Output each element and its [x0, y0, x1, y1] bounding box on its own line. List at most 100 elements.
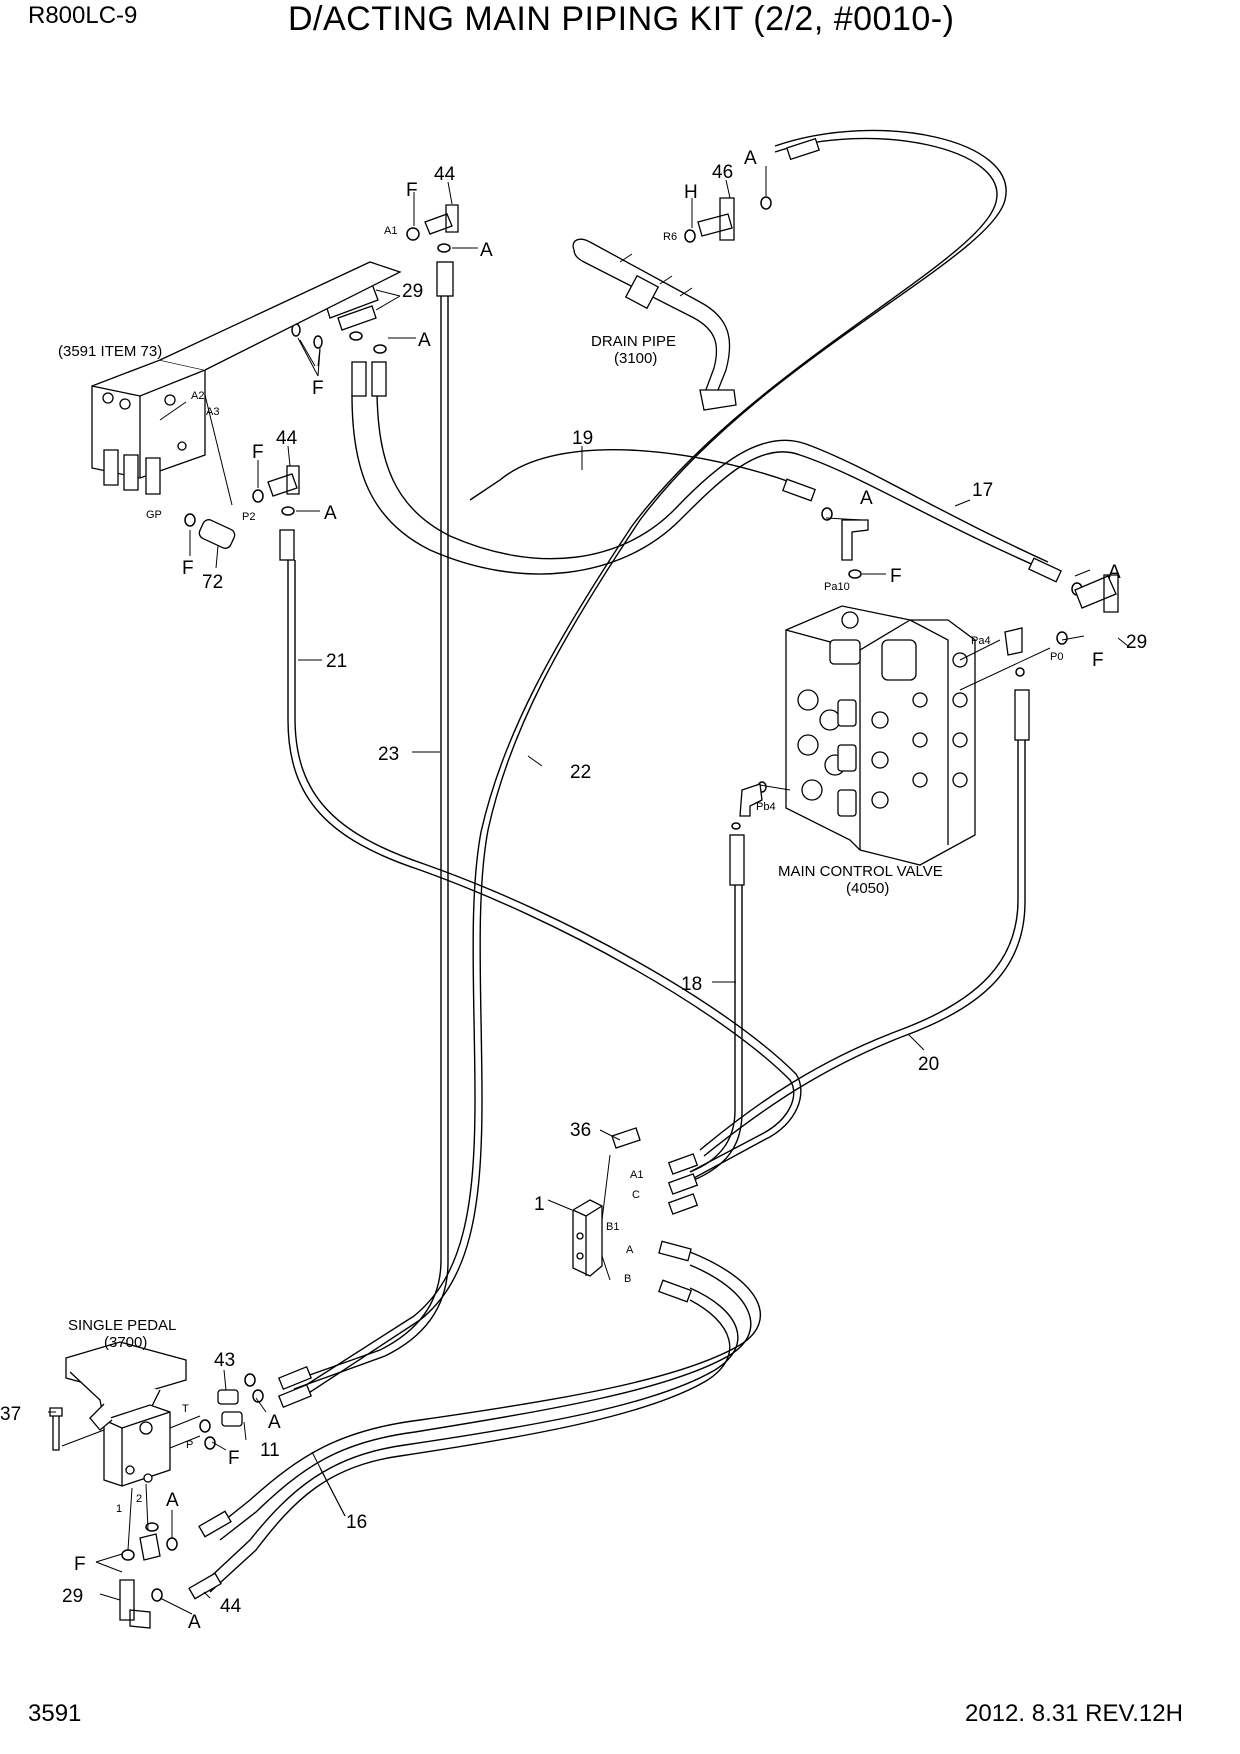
callout-A: A [744, 148, 757, 169]
callout-16: 16 [346, 1512, 367, 1533]
junction-block-1 [572, 1154, 611, 1281]
elbow-fitting [739, 783, 763, 817]
mcv-ref-label: (4050) [846, 880, 889, 897]
elbow-fitting [841, 519, 869, 561]
port-label: A [626, 1244, 634, 1256]
port-label: P2 [242, 511, 255, 523]
port-label: 2 [136, 1493, 142, 1505]
elbow-fitting-44 [267, 465, 300, 497]
elbow-fitting-44 [424, 204, 459, 235]
callout-A: A [268, 1412, 281, 1433]
port-label: P0 [1050, 651, 1063, 663]
elbow-fitting-44 [139, 1533, 161, 1561]
elbow-fitting-29 [1074, 574, 1119, 613]
fittings [49, 197, 1119, 1629]
callout-F: F [74, 1554, 86, 1575]
callout-11: 11 [260, 1440, 280, 1461]
port-label: A3 [206, 406, 219, 418]
port-label: Pa10 [824, 581, 850, 593]
drain-pipe-ref-label: (3100) [614, 350, 657, 367]
revision-date: 2012. 8.31 REV.12H [965, 1700, 1183, 1727]
port-label: 1 [116, 1503, 122, 1515]
hose-18 [689, 885, 736, 1173]
port-label: GP [146, 509, 162, 521]
callout-F: F [228, 1448, 240, 1469]
block-ref-label: (3591 ITEM 73) [58, 343, 162, 360]
pedal-label: SINGLE PEDAL [68, 1317, 176, 1334]
hose-22 [297, 129, 1007, 1401]
port-label: Pb4 [756, 801, 776, 813]
callout-A: A [1108, 562, 1121, 583]
hose-17 [469, 449, 791, 501]
hose-20 [703, 740, 1026, 1157]
callout-A: A [480, 240, 493, 261]
callout-21: 21 [326, 651, 347, 672]
elbow-fitting [1004, 627, 1023, 656]
callout-F: F [312, 378, 324, 399]
model-number: R800LC-9 [28, 2, 138, 29]
port-label: T [182, 1403, 189, 1415]
adapter-36 [611, 1127, 641, 1149]
callout-43: 43 [214, 1350, 235, 1371]
pressure-switch-72 [198, 519, 236, 549]
callout-A: A [860, 488, 873, 509]
callout-44: 44 [434, 164, 456, 185]
callout-29: 29 [402, 281, 423, 302]
adapter-11 [221, 1411, 243, 1427]
callout-20: 20 [918, 1054, 939, 1075]
callout-37: 37 [0, 1404, 21, 1425]
hose-23 [293, 268, 449, 1390]
callout-44: 44 [220, 1596, 242, 1617]
mcv-label: MAIN CONTROL VALVE [778, 863, 943, 880]
port-label: B1 [606, 1221, 619, 1233]
callout-18: 18 [681, 974, 702, 995]
elbow-fitting-29 [119, 1579, 151, 1629]
callout-29: 29 [62, 1586, 83, 1607]
callout-36: 36 [570, 1120, 591, 1141]
callout-1: 1 [534, 1194, 545, 1215]
callout-A: A [418, 330, 431, 351]
hose-16 [219, 1264, 752, 1541]
callout-A: A [324, 503, 337, 524]
hose-20 [699, 740, 1019, 1151]
callout-23: 23 [378, 744, 399, 765]
single-pedal [61, 1341, 201, 1551]
hose-21 [287, 560, 795, 1173]
page-number: 3591 [28, 1700, 82, 1727]
port-label: A1 [384, 225, 397, 237]
hose-22 [291, 137, 998, 1395]
port-label: P [186, 1439, 193, 1451]
callout-F: F [406, 180, 418, 201]
hose-23 [289, 268, 442, 1383]
pedal-ref-label: (3700) [104, 1334, 147, 1351]
hose-16 [204, 1287, 739, 1583]
callout-46: 46 [712, 162, 733, 183]
callout-A: A [166, 1490, 179, 1511]
hose-lines [204, 129, 1049, 1593]
port-labels: A1 A2 A3 GP P2 R6 Pa10 Pa4 P0 Pb4 A1 C B… [116, 225, 1063, 1515]
callout-29: 29 [1126, 632, 1147, 653]
hose-fittings [188, 137, 1062, 1600]
callout-44: 44 [276, 428, 298, 449]
callout-F: F [1092, 650, 1104, 671]
drain-pipe-label: DRAIN PIPE [591, 333, 676, 350]
main-control-valve [759, 605, 1051, 866]
callout-numbers: 44 F A 29 A F 46 H A 44 F A F 72 19 A 17… [0, 148, 1147, 1633]
hose-16 [209, 1299, 731, 1593]
hose-18 [693, 885, 743, 1181]
callout-A: A [188, 1612, 201, 1633]
port-label: A2 [191, 390, 204, 402]
bolt-37 [49, 1407, 63, 1451]
hose-21 [294, 560, 802, 1179]
adapter-43 [217, 1389, 239, 1405]
page-title: D/ACTING MAIN PIPING KIT (2/2, #0010-) [288, 0, 955, 38]
elbow-fitting-46 [697, 197, 735, 241]
callout-72: 72 [202, 572, 223, 593]
hose-19 [376, 391, 1049, 563]
callout-F: F [182, 558, 194, 579]
leader-lines [48, 166, 1129, 1615]
callout-H: H [684, 182, 698, 203]
port-label: C [632, 1189, 640, 1201]
callout-F: F [252, 442, 264, 463]
callout-F: F [890, 566, 902, 587]
